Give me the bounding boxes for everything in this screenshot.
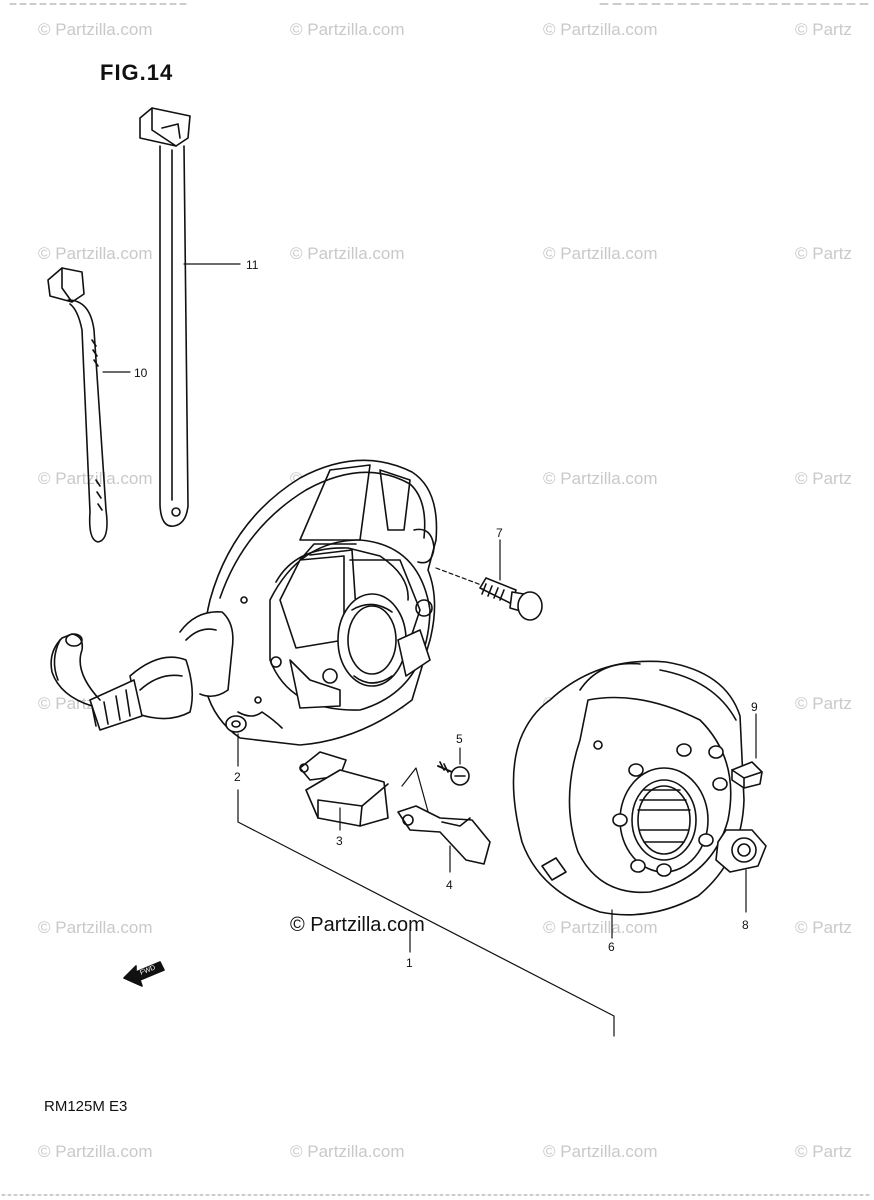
- watermark: © Partzilla.com: [38, 918, 153, 937]
- callout-1: 1: [406, 956, 413, 970]
- callout-4: 4: [446, 878, 453, 892]
- watermark: © Partz: [795, 20, 852, 39]
- watermark: © Partz: [795, 244, 852, 263]
- page-edge: [1, 3, 873, 1196]
- cable-tie-10: [47, 267, 131, 543]
- callout-2: 2: [234, 770, 241, 784]
- watermark: © Partzilla.com: [38, 244, 153, 263]
- callout-9: 9: [751, 700, 758, 714]
- watermark: © Partzilla.com: [543, 918, 658, 937]
- callout-6: 6: [608, 940, 615, 954]
- callout-11: 11: [246, 258, 259, 272]
- watermark: © Partzilla.com: [543, 469, 658, 488]
- watermark: © Partzilla.com: [290, 20, 405, 39]
- watermark: © Partzilla.com: [290, 244, 405, 263]
- stator-assembly: [202, 459, 438, 746]
- bolt-7: [435, 539, 543, 621]
- figure-title: FIG.14: [100, 60, 174, 85]
- model-code: RM125M E3: [44, 1098, 128, 1115]
- watermark: © Partz: [795, 469, 852, 488]
- watermark: © Partzilla.com: [290, 1142, 405, 1161]
- callout-3: 3: [336, 834, 343, 848]
- callout-5: 5: [456, 732, 463, 746]
- pulser-coil-3: [299, 751, 389, 831]
- watermark: © Partzilla.com: [543, 1142, 658, 1161]
- assembly-bracket-1: [237, 817, 615, 1037]
- bracket-4: [397, 767, 491, 873]
- watermark: © Partzilla.com: [38, 1142, 153, 1161]
- callout-8: 8: [742, 918, 749, 932]
- washer-2: [225, 715, 247, 819]
- nut-8: [715, 829, 767, 913]
- watermark: © Partz: [795, 918, 852, 937]
- key-9: [731, 713, 763, 789]
- forward-arrow-icon: [123, 961, 165, 987]
- cable-tie-11: [139, 107, 241, 527]
- watermark: © Partzilla.com: [38, 20, 153, 39]
- screw-5: [437, 747, 470, 786]
- watermark: © Partzilla.com: [543, 20, 658, 39]
- callout-10: 10: [134, 366, 148, 380]
- flywheel-rotor-6: [512, 660, 745, 939]
- callout-7: 7: [496, 526, 503, 540]
- watermark: © Partzilla.com: [38, 469, 153, 488]
- watermark: © Partzilla.com: [543, 244, 658, 263]
- copyright-notice: © Partzilla.com: [290, 914, 425, 936]
- watermark: © Partz: [795, 694, 852, 713]
- watermark: © Partz: [795, 1142, 852, 1161]
- wire-grommet: [50, 611, 234, 731]
